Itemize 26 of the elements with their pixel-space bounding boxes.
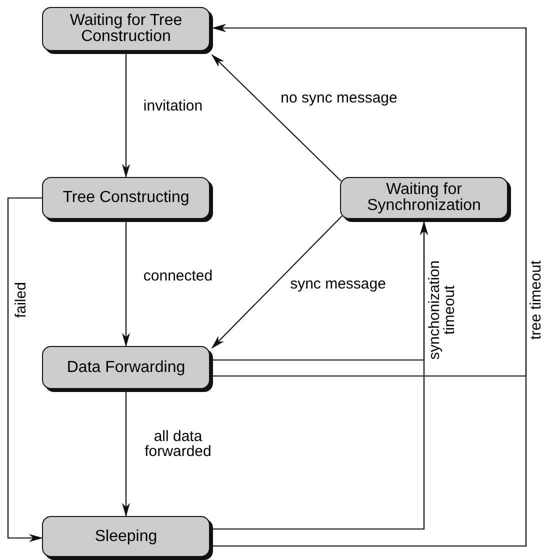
state-label: Data Forwarding <box>66 360 186 376</box>
state-box <box>42 516 210 557</box>
state-label: Sleeping <box>94 528 158 544</box>
arrow <box>7 197 43 542</box>
arrow <box>122 51 130 178</box>
state-box <box>42 7 210 51</box>
arrow <box>212 24 527 547</box>
arrow <box>213 221 428 530</box>
edge-label: connected <box>143 268 213 284</box>
state-label: Waiting for Synchronization <box>366 182 482 214</box>
state-label: Tree Constructing <box>62 190 190 206</box>
arrow <box>122 389 130 517</box>
arrow <box>211 54 342 182</box>
edge-label: tree timeout <box>528 260 544 340</box>
state-box <box>340 177 508 219</box>
edge-label: invitation <box>143 98 203 114</box>
edge-label: no sync message <box>280 90 398 106</box>
edge-label: all data forwarded <box>144 429 212 459</box>
edge-label: synchonization timeout <box>427 259 457 362</box>
edge-label: sync message <box>290 276 386 292</box>
state-box <box>42 177 210 219</box>
state-box <box>42 346 210 389</box>
arrow <box>122 219 130 347</box>
edge-label: failed <box>14 282 28 318</box>
state-label: Waiting for Tree Construction <box>68 13 184 45</box>
arrow <box>211 216 342 349</box>
